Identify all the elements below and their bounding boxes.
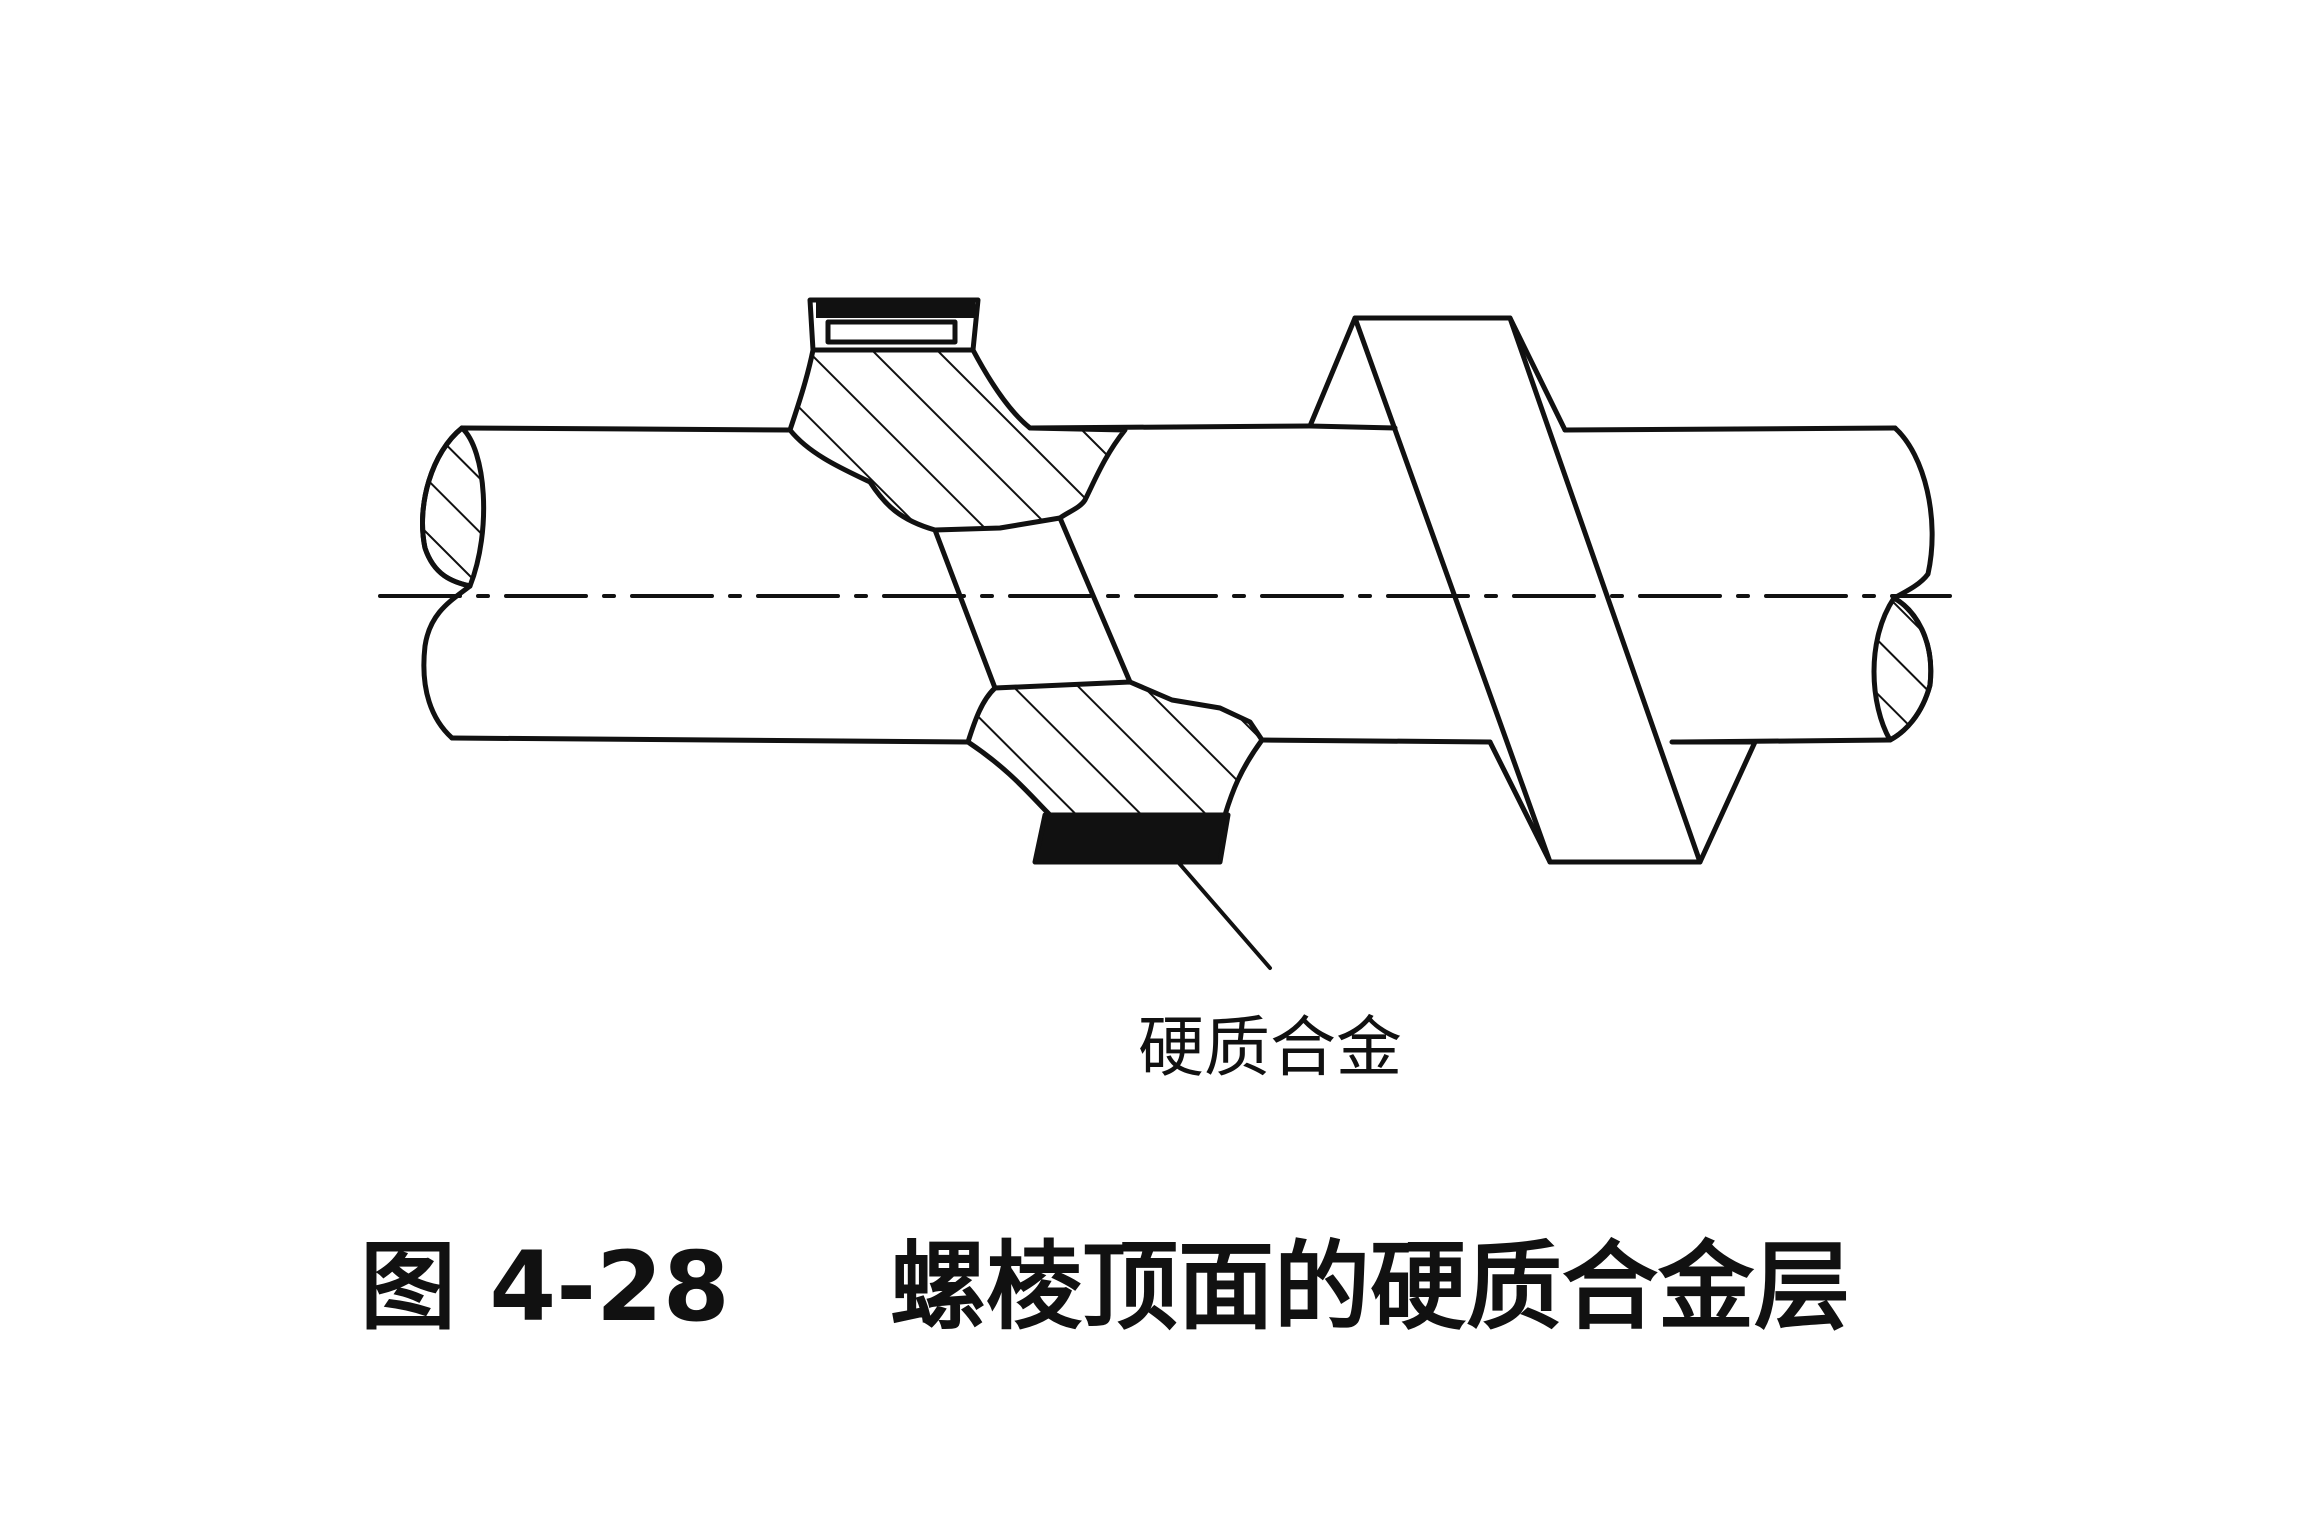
right-flight-back-upper: [1307, 315, 1398, 431]
flight-upper-section: [787, 347, 1128, 533]
callout-label: 硬质合金: [1138, 1009, 1402, 1086]
callout-leader: [1176, 860, 1272, 970]
upper-hard-alloy-layer: [825, 319, 958, 345]
right-flight-back-lower: [1669, 739, 1758, 865]
shaft-top-edge: [459, 423, 1898, 433]
caption-title: 螺棱顶面的硬质合金层: [890, 1231, 1850, 1343]
right-end-section: [1871, 595, 1934, 743]
right-flight-front-edge: [1507, 315, 1568, 433]
flight-top-land: [807, 297, 981, 353]
right-flight-rear-edge: [1487, 739, 1553, 865]
lower-hard-alloy-outline: [1032, 812, 1231, 865]
caption-number: 图 4-28: [360, 1231, 730, 1343]
upper-hard-alloy-band: [816, 302, 975, 318]
flight-inner-wall-left: [932, 527, 998, 691]
lower-hard-alloy-band: [1035, 815, 1228, 862]
right-flight-body: [1352, 315, 1703, 865]
flight-lower-section: [965, 679, 1265, 818]
flight-inner-wall-right: [1057, 515, 1133, 685]
left-end-section: [420, 425, 487, 589]
